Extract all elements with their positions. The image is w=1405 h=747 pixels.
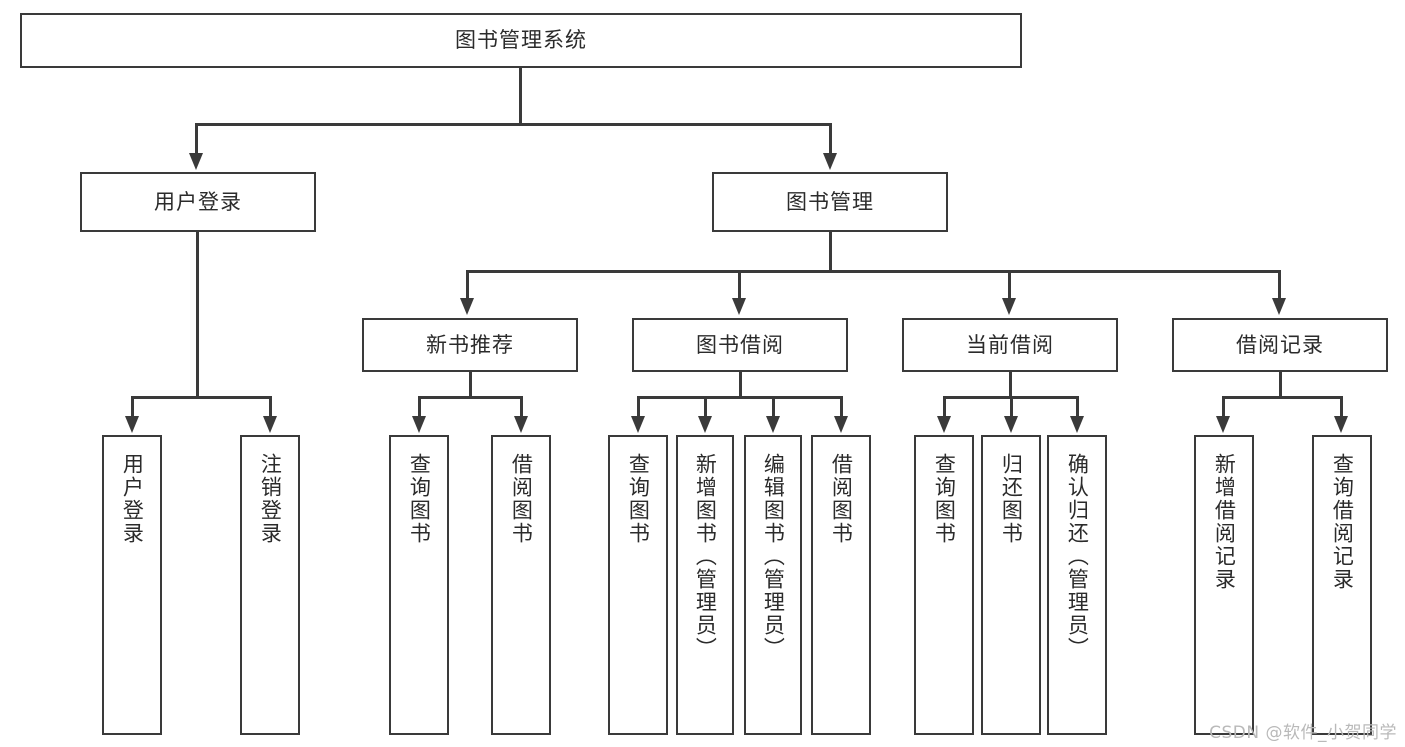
node-label: 用户登录 bbox=[154, 189, 242, 214]
connector-stem-borrow-record bbox=[1279, 372, 1282, 398]
arrowhead-new-book bbox=[460, 298, 474, 315]
arrowhead-book-manage bbox=[823, 153, 837, 170]
leaf-record-add[interactable]: 新增借阅记录 bbox=[1194, 435, 1254, 735]
connector-drop-leaf-current-3 bbox=[1076, 396, 1079, 418]
leaf-new-borrow-book[interactable]: 借阅图书 bbox=[491, 435, 551, 735]
arrowhead-leaf-borrow-2 bbox=[698, 416, 712, 433]
arrowhead-borrow-book bbox=[732, 298, 746, 315]
node-current-borrow[interactable]: 当前借阅 bbox=[902, 318, 1118, 372]
leaf-label: 查询图书 bbox=[932, 453, 957, 545]
connector-bus-borrow-record bbox=[1222, 396, 1342, 399]
connector-stem-current-borrow bbox=[1009, 372, 1012, 398]
connector-drop-new-book bbox=[466, 270, 469, 300]
leaf-new-query-book[interactable]: 查询图书 bbox=[389, 435, 449, 735]
connector-bus-level3 bbox=[466, 270, 1280, 273]
arrowhead-leaf-new-2 bbox=[514, 416, 528, 433]
leaf-label: 确认归还（管理员） bbox=[1065, 453, 1090, 660]
node-label: 图书管理 bbox=[786, 189, 874, 214]
connector-drop-leaf-borrow-4 bbox=[840, 396, 843, 418]
connector-drop-leaf-record-1 bbox=[1222, 396, 1225, 418]
arrowhead-leaf-borrow-3 bbox=[766, 416, 780, 433]
connector-drop-leaf-new-1 bbox=[418, 396, 421, 418]
connector-stem-book-manage bbox=[829, 232, 832, 272]
arrowhead-user-login bbox=[189, 153, 203, 170]
connector-drop-leaf-user-1 bbox=[131, 396, 134, 418]
connector-bus-new-book bbox=[418, 396, 522, 399]
connector-drop-leaf-record-2 bbox=[1340, 396, 1343, 418]
arrowhead-leaf-new-1 bbox=[412, 416, 426, 433]
arrowhead-leaf-record-2 bbox=[1334, 416, 1348, 433]
leaf-label: 编辑图书（管理员） bbox=[761, 453, 786, 660]
connector-bus-borrow-book bbox=[637, 396, 842, 399]
leaf-label: 归还图书 bbox=[999, 453, 1024, 545]
node-book-management[interactable]: 图书管理 bbox=[712, 172, 948, 232]
node-new-book-recommend[interactable]: 新书推荐 bbox=[362, 318, 578, 372]
leaf-borrow-edit-book[interactable]: 编辑图书（管理员） bbox=[744, 435, 802, 735]
connector-drop-user-login bbox=[195, 123, 198, 155]
leaf-borrow-add-book[interactable]: 新增图书（管理员） bbox=[676, 435, 734, 735]
leaf-label: 借阅图书 bbox=[509, 453, 534, 545]
connector-drop-borrow-book bbox=[738, 270, 741, 300]
leaf-label: 查询图书 bbox=[626, 453, 651, 545]
arrowhead-leaf-current-3 bbox=[1070, 416, 1084, 433]
node-user-login[interactable]: 用户登录 bbox=[80, 172, 316, 232]
leaf-label: 查询借阅记录 bbox=[1330, 453, 1355, 591]
leaf-borrow-borrow-book[interactable]: 借阅图书 bbox=[811, 435, 871, 735]
connector-drop-leaf-borrow-1 bbox=[637, 396, 640, 418]
connector-level2-bus bbox=[195, 123, 832, 126]
connector-drop-leaf-borrow-3 bbox=[772, 396, 775, 418]
arrowhead-leaf-user-2 bbox=[263, 416, 277, 433]
connector-root-stem bbox=[519, 68, 522, 125]
arrowhead-leaf-user-1 bbox=[125, 416, 139, 433]
leaf-record-query[interactable]: 查询借阅记录 bbox=[1312, 435, 1372, 735]
leaf-current-return-book[interactable]: 归还图书 bbox=[981, 435, 1041, 735]
connector-stem-user-login bbox=[196, 232, 199, 398]
leaf-label: 新增借阅记录 bbox=[1212, 453, 1237, 591]
connector-drop-book-manage bbox=[829, 123, 832, 155]
connector-drop-borrow-record bbox=[1278, 270, 1281, 300]
leaf-label: 借阅图书 bbox=[829, 453, 854, 545]
leaf-current-query-book[interactable]: 查询图书 bbox=[914, 435, 974, 735]
arrowhead-leaf-current-2 bbox=[1004, 416, 1018, 433]
connector-drop-leaf-user-2 bbox=[269, 396, 272, 418]
node-label: 当前借阅 bbox=[966, 332, 1054, 357]
connector-drop-leaf-current-2 bbox=[1010, 396, 1013, 418]
leaf-label: 查询图书 bbox=[407, 453, 432, 545]
node-root-system[interactable]: 图书管理系统 bbox=[20, 13, 1022, 68]
leaf-borrow-query-book[interactable]: 查询图书 bbox=[608, 435, 668, 735]
arrowhead-leaf-borrow-4 bbox=[834, 416, 848, 433]
arrowhead-leaf-borrow-1 bbox=[631, 416, 645, 433]
leaf-label: 新增图书（管理员） bbox=[693, 453, 718, 660]
connector-drop-leaf-current-1 bbox=[943, 396, 946, 418]
node-label: 借阅记录 bbox=[1236, 332, 1324, 357]
connector-drop-leaf-borrow-2 bbox=[704, 396, 707, 418]
connector-stem-borrow-book bbox=[739, 372, 742, 398]
arrowhead-leaf-current-1 bbox=[937, 416, 951, 433]
node-borrow-record[interactable]: 借阅记录 bbox=[1172, 318, 1388, 372]
leaf-user-logout[interactable]: 注销登录 bbox=[240, 435, 300, 735]
connector-drop-leaf-new-2 bbox=[520, 396, 523, 418]
leaf-label: 用户登录 bbox=[120, 453, 145, 545]
connector-drop-current-borrow bbox=[1008, 270, 1011, 300]
node-book-borrow[interactable]: 图书借阅 bbox=[632, 318, 848, 372]
connector-stem-new-book bbox=[469, 372, 472, 398]
arrowhead-borrow-record bbox=[1272, 298, 1286, 315]
arrowhead-leaf-record-1 bbox=[1216, 416, 1230, 433]
arrowhead-current-borrow bbox=[1002, 298, 1016, 315]
node-label: 图书管理系统 bbox=[455, 28, 587, 52]
leaf-current-confirm-return[interactable]: 确认归还（管理员） bbox=[1047, 435, 1107, 735]
leaf-user-login[interactable]: 用户登录 bbox=[102, 435, 162, 735]
leaf-label: 注销登录 bbox=[258, 453, 283, 545]
node-label: 新书推荐 bbox=[426, 332, 514, 357]
node-label: 图书借阅 bbox=[696, 332, 784, 357]
connector-bus-user-login bbox=[131, 396, 270, 399]
